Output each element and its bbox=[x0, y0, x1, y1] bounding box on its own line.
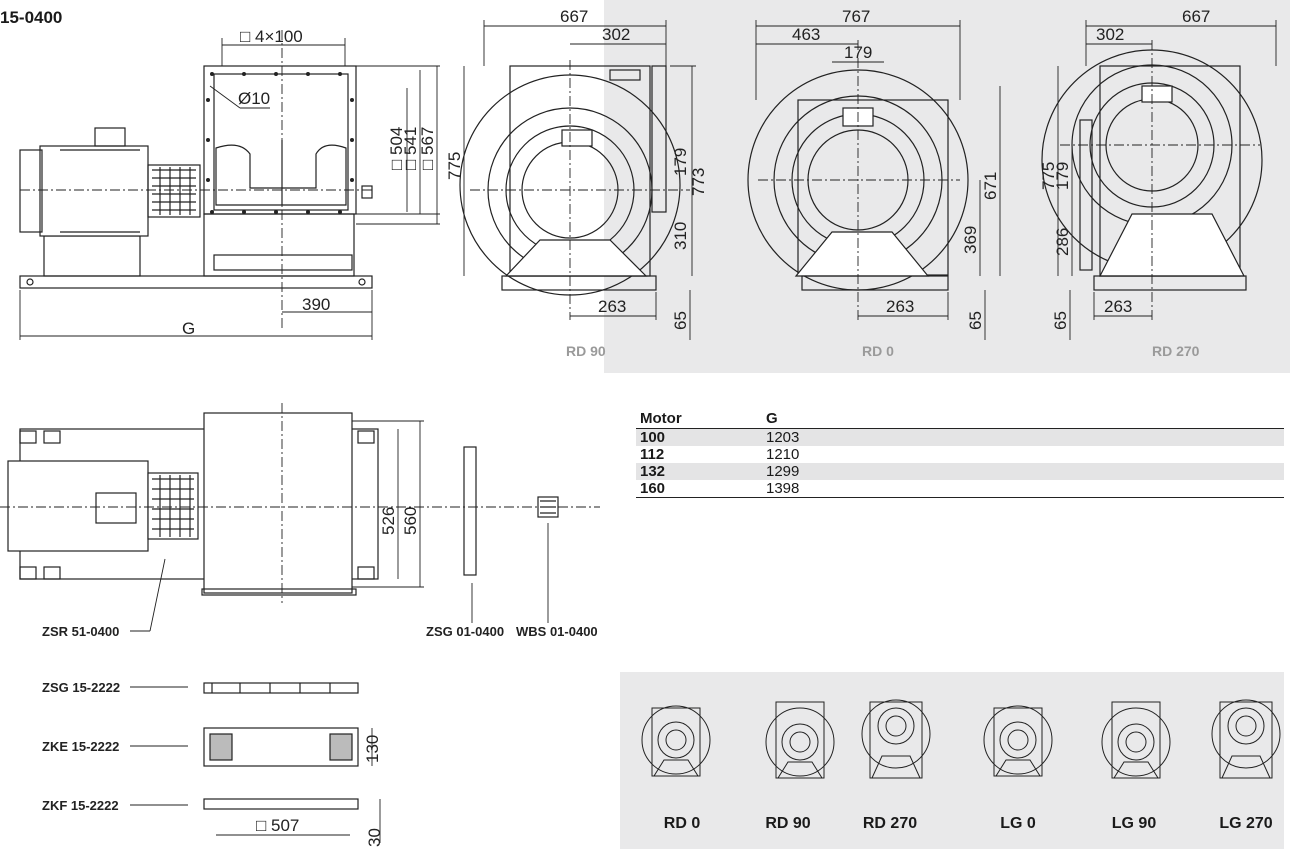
label-zsr: ZSR 51-0400 bbox=[42, 624, 119, 639]
position-icon-rd270 bbox=[861, 699, 931, 779]
model-code: 15-0400 bbox=[0, 8, 63, 27]
rd0-width-part: 463 bbox=[792, 25, 820, 44]
position-icon-lg0 bbox=[983, 705, 1053, 777]
top-view-drawing: 526 560 ZSR 51-0400 ZSG 01-0400 WBS 01-0… bbox=[0, 403, 600, 847]
motor-table: Motor G 100 1203 112 1210 132 1299 160 1… bbox=[636, 408, 1284, 498]
dimension-567: □ 567 bbox=[418, 127, 437, 170]
dimension-g: G bbox=[182, 319, 195, 338]
hole-dimension: Ø10 bbox=[238, 89, 270, 108]
motor-cell: 132 bbox=[636, 463, 762, 480]
rd90-height-total: 775 bbox=[445, 152, 464, 180]
top-dim-526: 526 bbox=[379, 507, 398, 535]
rd270-foot: 65 bbox=[1051, 311, 1070, 330]
flange-dimension: □ 4×100 bbox=[240, 27, 303, 46]
rd0-dim-671: 671 bbox=[981, 172, 1000, 200]
rd0-width-total: 767 bbox=[842, 7, 870, 26]
rd0-bottom: 263 bbox=[886, 297, 914, 316]
zke-height: 130 bbox=[363, 735, 382, 763]
rd270-dim-179: 179 bbox=[1053, 162, 1072, 190]
header-g: G bbox=[762, 408, 1284, 429]
zkf-height: 30 bbox=[365, 828, 384, 847]
position-icon-lg90 bbox=[1101, 701, 1171, 779]
position-icon-rd90 bbox=[765, 701, 835, 779]
rd90-bottom: 263 bbox=[598, 297, 626, 316]
view-label-rd90: RD 90 bbox=[566, 343, 606, 359]
rd270-width-total: 667 bbox=[1182, 7, 1210, 26]
table-row: 112 1210 bbox=[636, 446, 1284, 463]
position-label-lg0: LG 0 bbox=[1000, 815, 1036, 832]
dimension-390: 390 bbox=[302, 295, 330, 314]
rd270-width-part: 302 bbox=[1096, 25, 1124, 44]
motor-cell: 160 bbox=[636, 480, 762, 498]
front-views-drawing: 667 302 775 179 773 310 263 65 767 463 1… bbox=[445, 7, 1277, 340]
rd0-width-inner: 179 bbox=[844, 43, 872, 62]
rd270-bottom: 263 bbox=[1104, 297, 1132, 316]
table-row: 160 1398 bbox=[636, 480, 1284, 498]
label-wbs: WBS 01-0400 bbox=[516, 624, 598, 639]
rd90-dim-773: 773 bbox=[689, 168, 708, 196]
table-row: 132 1299 bbox=[636, 463, 1284, 480]
rd90-width-total: 667 bbox=[560, 7, 588, 26]
g-cell: 1203 bbox=[762, 428, 1284, 446]
position-label-lg90: LG 90 bbox=[1111, 815, 1157, 832]
dimension-504: □ 504 bbox=[387, 127, 406, 170]
label-zke: ZKE 15-2222 bbox=[42, 739, 119, 754]
position-icon-rd0 bbox=[641, 705, 711, 777]
rd90-dim-179: 179 bbox=[671, 148, 690, 176]
rd90-dim-310: 310 bbox=[671, 222, 690, 250]
positions-panel-background bbox=[620, 672, 1284, 849]
motor-cell: 100 bbox=[636, 428, 762, 446]
rd270-dim-286: 286 bbox=[1053, 228, 1072, 256]
motor-cell: 112 bbox=[640, 446, 665, 463]
dimension-541: □ 541 bbox=[401, 127, 420, 170]
view-label-rd270: RD 270 bbox=[1152, 343, 1200, 359]
rd90-foot: 65 bbox=[671, 311, 690, 330]
view-label-rd0: RD 0 bbox=[862, 343, 894, 359]
rd270-dim-775: 775 bbox=[1039, 162, 1058, 190]
label-zsg15: ZSG 15-2222 bbox=[42, 680, 120, 695]
label-zsg01: ZSG 01-0400 bbox=[426, 624, 504, 639]
position-label-rd0: RD 0 bbox=[663, 815, 701, 832]
table-header-row: Motor G bbox=[636, 408, 1284, 429]
zkf-width: □ 507 bbox=[256, 816, 299, 835]
rd0-dim-369: 369 bbox=[961, 226, 980, 254]
g-cell: 1398 bbox=[762, 480, 1284, 498]
position-icon-lg270 bbox=[1211, 699, 1281, 779]
g-cell: 1210 bbox=[766, 446, 800, 463]
positions-icons bbox=[641, 699, 1281, 779]
label-zkf: ZKF 15-2222 bbox=[42, 798, 119, 813]
position-label-rd90: RD 90 bbox=[765, 815, 811, 832]
top-dim-560: 560 bbox=[401, 507, 420, 535]
g-cell: 1299 bbox=[762, 463, 1284, 480]
position-label-lg270: LG 270 bbox=[1219, 815, 1273, 832]
rd0-foot: 65 bbox=[966, 311, 985, 330]
header-motor: Motor bbox=[636, 408, 762, 429]
table-row: 100 1203 bbox=[636, 428, 1284, 446]
side-view-drawing: □ 4×100 Ø10 390 G □ 504 □ 541 □ 567 bbox=[19, 27, 440, 340]
position-label-rd270: RD 270 bbox=[862, 815, 918, 832]
rd90-width-part: 302 bbox=[602, 25, 630, 44]
